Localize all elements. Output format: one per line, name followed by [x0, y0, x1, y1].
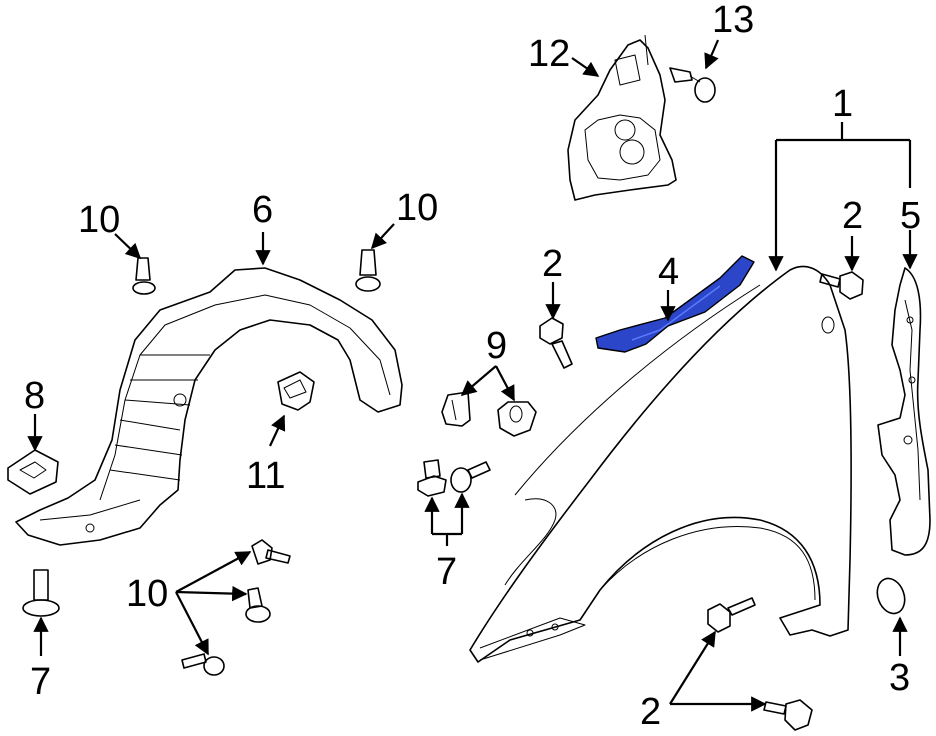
plug-part-3[interactable] [873, 575, 910, 618]
callout-6: 6 [252, 189, 273, 231]
callout-7-left: 7 [30, 661, 51, 703]
fender-part[interactable] [469, 265, 852, 663]
clip-part-10-top-right[interactable] [355, 249, 381, 292]
callout-13: 13 [712, 0, 754, 41]
screw-part-7-left[interactable] [22, 569, 60, 617]
nut-part-9-right[interactable] [497, 401, 537, 437]
bolt-part-2-lower-1[interactable] [707, 597, 756, 633]
fender-liner-part-6[interactable] [15, 267, 403, 546]
leader-lines [27, 39, 918, 712]
callout-12: 12 [528, 33, 570, 75]
callout-10-top-left: 10 [78, 199, 120, 241]
callout-10-top-right: 10 [396, 187, 438, 229]
clip-part-10-lower-3[interactable] [181, 653, 225, 676]
bolt-part-2-upper-right[interactable] [819, 271, 864, 300]
clip-part-13[interactable] [669, 67, 716, 103]
clip-part-10-lower-2[interactable] [245, 587, 271, 623]
clip-part-8[interactable] [7, 449, 59, 495]
bracket-part-5[interactable] [877, 267, 931, 556]
callout-9: 9 [486, 325, 507, 367]
callout-2-upper-right: 2 [842, 195, 863, 237]
callout-2-lower: 2 [640, 691, 661, 733]
callout-4: 4 [658, 251, 679, 293]
clip-part-10-top-left[interactable] [132, 257, 156, 295]
callout-11: 11 [246, 455, 285, 497]
seal-part-11[interactable] [277, 371, 315, 411]
callout-labels: 1 2 5 2 4 3 2 12 13 9 7 7 8 10 10 6 11 1… [24, 0, 921, 733]
shield-part-12[interactable] [567, 34, 677, 201]
callout-8: 8 [24, 375, 45, 417]
callout-5: 5 [900, 195, 921, 237]
bolt-part-2-lower-2[interactable] [763, 699, 813, 731]
nut-part-9-left[interactable] [441, 391, 471, 427]
callout-3: 3 [889, 657, 910, 699]
clip-part-10-lower-1[interactable] [251, 539, 291, 565]
callout-7-center: 7 [436, 551, 457, 593]
callout-1: 1 [832, 83, 853, 125]
callout-10-lower: 10 [126, 573, 168, 615]
screw-part-7-center-left[interactable] [417, 459, 447, 497]
bolt-part-2-center[interactable] [539, 317, 573, 369]
screw-part-7-center-right[interactable] [450, 461, 491, 493]
callout-2-center: 2 [542, 243, 563, 285]
